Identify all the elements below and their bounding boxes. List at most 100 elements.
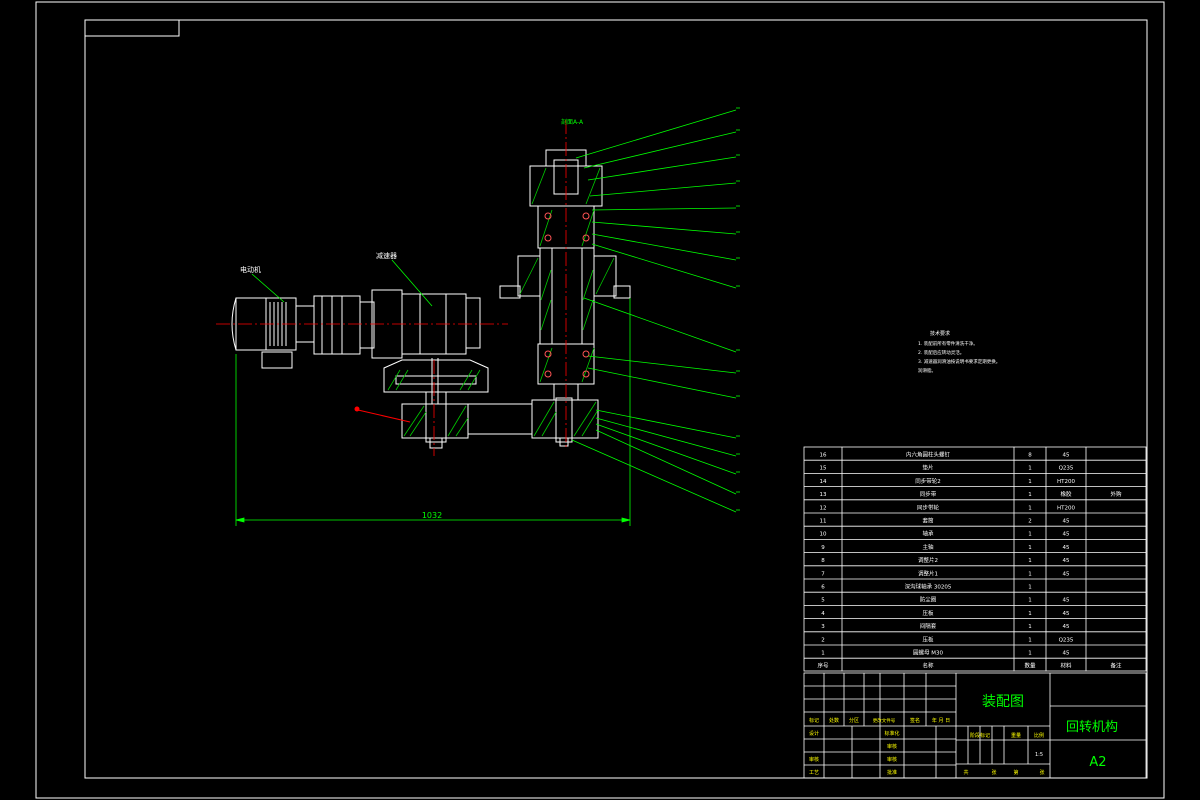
parts-cell-no: 5 — [821, 598, 825, 604]
parts-cell-name: 深沟球轴承 30205 — [905, 583, 952, 591]
parts-cell-no: 3 — [821, 624, 825, 630]
parts-cell-material: Q235 — [1059, 466, 1074, 472]
parts-cell-no: 12 — [820, 505, 827, 511]
sign-check: 审核 — [809, 756, 819, 763]
leader-line — [587, 355, 737, 374]
parts-cell-material: 45 — [1063, 651, 1070, 657]
sheet-size: A2 — [1089, 755, 1106, 770]
parts-cell-name: 防尘圈 — [920, 596, 937, 604]
sheet-index: 第 — [1013, 769, 1018, 776]
leader-line — [587, 367, 737, 399]
tech-req-item-2: 2. 装配后应转动灵活。 — [918, 349, 964, 356]
parts-cell-no: 11 — [820, 519, 827, 525]
marks-count: 处数 — [829, 717, 839, 724]
leader-line — [587, 156, 737, 181]
drawing-title: 装配图 — [982, 694, 1024, 710]
leader-line — [595, 423, 737, 475]
parts-cell-material: 45 — [1063, 624, 1070, 630]
parts-cell-qty: 1 — [1028, 611, 1032, 617]
motor-label: 电动机 — [240, 265, 261, 274]
tech-req-title: 技术要求 — [930, 330, 950, 337]
parts-cell-name: 调整片1 — [918, 569, 938, 577]
parts-cell-no: 10 — [820, 532, 827, 538]
parts-cell-name: 垫片 — [922, 464, 933, 472]
rotary-arm — [401, 391, 599, 449]
stage-scale: 比例 — [1034, 732, 1044, 739]
parts-cell-qty: 1 — [1028, 492, 1032, 498]
scale-value: 1:5 — [1035, 752, 1043, 758]
parts-cell-qty: 1 — [1028, 479, 1032, 485]
sheet-unit-1: 张 — [991, 769, 996, 776]
parts-cell-name: 主轴 — [922, 543, 934, 551]
parts-cell-note: 外购 — [1110, 490, 1122, 498]
parts-cell-qty: 1 — [1028, 505, 1032, 511]
drawing-frame — [35, 1, 1165, 799]
parts-header-cell: 名称 — [922, 662, 934, 670]
reducer-hatch — [387, 369, 481, 391]
parts-cell-material: HT200 — [1057, 479, 1075, 485]
parts-cell-qty: 1 — [1028, 598, 1032, 604]
parts-cell-qty: 1 — [1028, 624, 1032, 630]
stage-weight: 重量 — [1011, 732, 1021, 739]
leader-line — [591, 243, 737, 289]
parts-cell-material: 45 — [1063, 598, 1070, 604]
parts-cell-no: 15 — [820, 466, 827, 472]
marks-mark: 标记 — [809, 717, 819, 724]
parts-cell-material: 45 — [1063, 532, 1070, 538]
parts-cell-qty: 1 — [1028, 532, 1032, 538]
parts-cell-qty: 1 — [1028, 545, 1032, 551]
marks-sign: 签名 — [910, 717, 920, 724]
stage-mark: 阶段标记 — [970, 732, 990, 739]
dimension-value: 1032 — [422, 511, 442, 520]
leader-line — [575, 109, 737, 159]
parts-cell-material: 45 — [1063, 453, 1070, 459]
parts-cell-no: 1 — [821, 651, 825, 657]
sign-standard: 标准化 — [884, 730, 899, 737]
leader-line — [589, 182, 737, 197]
parts-cell-name: 间隔套 — [920, 622, 937, 630]
parts-header-cell: 数量 — [1024, 662, 1036, 670]
parts-cell-no: 9 — [821, 545, 825, 551]
sign-approve: 批准 — [887, 769, 897, 776]
parts-cell-no: 8 — [821, 558, 825, 564]
centerlines — [216, 120, 567, 456]
red-marker-leader — [357, 409, 411, 423]
parts-cell-name: 内六角圆柱头螺钉 — [906, 451, 951, 459]
parts-cell-name: 压板 — [922, 609, 934, 617]
parts-cell-name: 同步带 — [920, 491, 937, 498]
parts-cell-material: 橡胶 — [1060, 490, 1072, 498]
parts-cell-name: 同步带轮2 — [915, 477, 941, 485]
parts-cell-no: 16 — [820, 453, 827, 459]
parts-cell-material: 45 — [1063, 519, 1070, 525]
leader-line — [591, 207, 737, 211]
parts-cell-qty: 2 — [1028, 519, 1032, 525]
sheet-total: 共 — [963, 769, 968, 776]
section-label: 剖面A-A — [561, 118, 584, 126]
parts-cell-material: HT200 — [1057, 505, 1075, 511]
title-block-text: 装配图 回转机构 A2 1:5 标记 处数 分区 更改文件号 签名 年 月 日 … — [809, 694, 1118, 776]
parts-cell-qty: 1 — [1028, 637, 1032, 643]
parts-cell-name: 套筒 — [922, 517, 934, 525]
sign-design: 设计 — [809, 730, 819, 737]
mechanism-name: 回转机构 — [1066, 720, 1118, 735]
marks-zone: 分区 — [849, 717, 859, 724]
parts-header-cell: 材料 — [1060, 662, 1072, 670]
parts-cell-material: 45 — [1063, 611, 1070, 617]
technical-requirements: 技术要求 1. 装配前所有零件清洗干净。 2. 装配后应转动灵活。 3. 减速器… — [918, 330, 1000, 374]
parts-cell-material: 45 — [1063, 571, 1070, 577]
parts-cell-no: 4 — [821, 611, 825, 617]
parts-cell-qty: 1 — [1028, 466, 1032, 472]
parts-cell-qty: 8 — [1028, 453, 1032, 459]
red-marker-dot — [354, 406, 360, 412]
parts-cell-name: 压板 — [922, 635, 934, 643]
column-assembly — [499, 149, 631, 401]
leader-line — [591, 233, 737, 261]
parts-cell-name: 同步带轮 — [917, 503, 940, 511]
leader-line — [595, 429, 737, 495]
tech-req-item-1: 1. 装配前所有零件清洗干净。 — [918, 340, 978, 347]
parts-cell-qty: 1 — [1028, 571, 1032, 577]
part-leaders — [571, 107, 740, 513]
parts-cell-qty: 1 — [1028, 585, 1032, 591]
